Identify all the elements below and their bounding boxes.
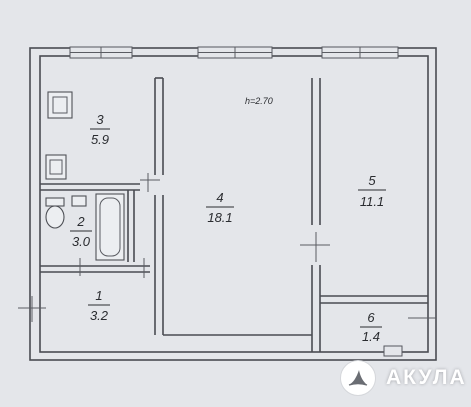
room-area: 3.0 [72,234,91,249]
room-1-label: 1 3.2 [88,288,110,323]
watermark: АКУЛА [340,358,467,398]
room-6-label: 6 1.4 [360,310,382,344]
room-2-label: 2 3.0 [70,214,92,249]
room-area: 5.9 [91,132,109,147]
room-number: 2 [76,214,85,229]
washbasin-icon [71,195,87,207]
room-4-label: 4 18.1 [206,190,234,225]
room-area: 18.1 [207,210,232,225]
room-area: 1.4 [362,329,380,344]
ceiling-height: h=2.70 [245,96,273,106]
room-number: 4 [216,190,223,205]
room-3-label: 3 5.9 [90,112,110,147]
stove-icon [47,91,73,119]
door-marks [18,173,436,322]
bathtub-icon [95,193,125,261]
window-balcony [383,345,403,357]
room-number: 1 [95,288,102,303]
windows [69,46,403,357]
toilet-icon [45,197,65,229]
room-area: 3.2 [90,308,109,323]
room-number: 3 [96,112,104,127]
interior-walls [40,77,428,352]
watermark-text: АКУЛА [386,366,467,389]
kitchen-sink-icon [45,154,67,180]
room-5-label: 5 11.1 [358,173,386,209]
room-labels: h=2.70 3 5.9 2 3.0 1 3.2 4 18.1 5 11.1 [70,96,386,344]
shark-fin-icon [340,360,376,396]
fixtures [45,91,125,261]
room-number: 5 [368,173,376,188]
room-number: 6 [367,310,375,325]
room-area: 11.1 [360,194,384,209]
